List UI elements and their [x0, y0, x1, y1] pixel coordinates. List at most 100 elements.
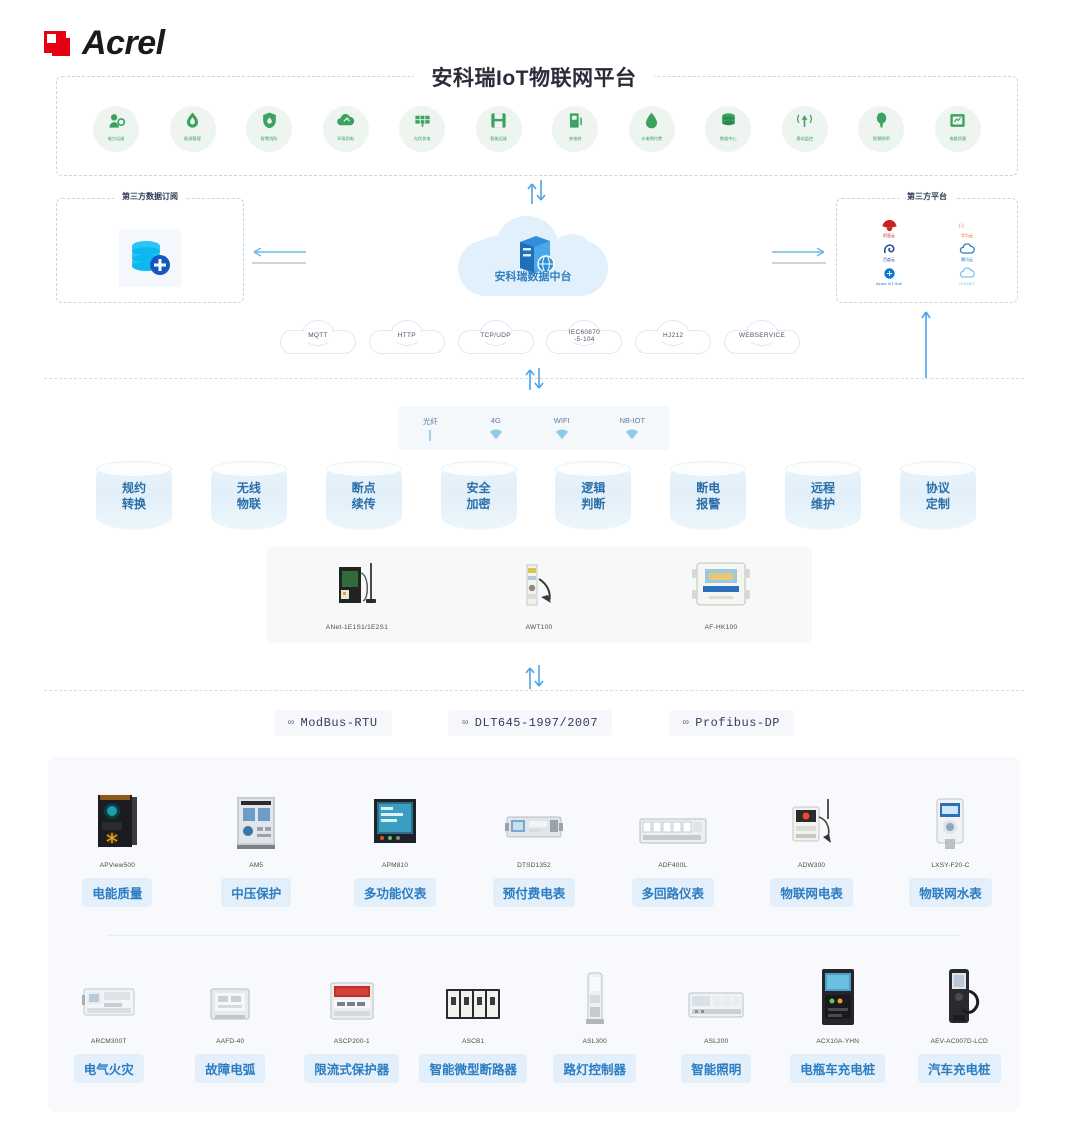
- capability-cylinder-4: 安全加密: [440, 461, 517, 530]
- platform-module-label: 水电预付费: [641, 136, 663, 141]
- product-item[interactable]: APView500 电能质量: [58, 777, 176, 907]
- smart-lighting-icon: 智慧照明: [858, 106, 905, 152]
- platform-module-6[interactable]: 智能运维: [467, 106, 531, 152]
- platform-module-3[interactable]: 智慧消防: [237, 106, 301, 152]
- prepaid-utility-icon-glyph: [642, 111, 661, 134]
- network-label: 4G: [490, 416, 501, 425]
- power-quality-meter-icon: [90, 777, 144, 853]
- current-limit-protector-icon: [323, 953, 381, 1029]
- product-category-tag: 限流式保护器: [304, 1054, 400, 1083]
- product-model: APView500: [99, 862, 136, 869]
- arrow-network-to-cloud: [522, 366, 546, 396]
- product-category-tag: 智能微型断路器: [419, 1054, 527, 1083]
- platform-module-7[interactable]: 充电桩: [543, 106, 607, 152]
- power-quality-icon: 电能质量: [934, 106, 981, 152]
- prepaid-meter-icon: [503, 777, 565, 853]
- protocol-cloud-1: MQTT: [280, 318, 356, 354]
- platform-module-label: 数据中心: [719, 136, 737, 141]
- platform-module-label: 智能运维: [490, 136, 508, 141]
- arrow-platform-to-cloud: [524, 178, 548, 210]
- energy-mgmt-icon-glyph: [183, 111, 202, 134]
- platform-module-10[interactable]: 基站监控: [773, 106, 837, 152]
- base-station-icon: 基站监控: [781, 106, 828, 152]
- platform-module-11[interactable]: 智慧照明: [849, 106, 913, 152]
- platform-module-1[interactable]: 电力运维: [84, 106, 148, 152]
- fieldbus-tag-1: ∞ModBus-RTU: [274, 710, 392, 736]
- smart-mcb-icon: [440, 953, 506, 1029]
- arc-fault-detector-icon: [203, 953, 257, 1029]
- platform-module-row: 电力运维能源管理智慧消防 环保用电 光伏发电智能运维 充电桩 水电预付费 数据中心 基站监控…: [56, 106, 1018, 152]
- network-item-2: 4G: [488, 416, 504, 440]
- third-party-platform-name: OneNET: [959, 281, 975, 286]
- tencent-cloud-icon[interactable]: 腾讯云: [931, 243, 1003, 263]
- base-station-icon-glyph: [795, 111, 814, 134]
- fieldbus-label: DLT645-1997/2007: [474, 716, 599, 730]
- platform-module-5[interactable]: 光伏发电: [390, 106, 454, 152]
- onenet-icon[interactable]: OneNET: [931, 267, 1003, 286]
- protocol-label: WEBSERVICE: [738, 332, 786, 340]
- product-category-tag: 故障电弧: [195, 1054, 266, 1083]
- azure-iot-hub-icon[interactable]: Azure IoT Hub: [853, 267, 925, 286]
- link-icon: ∞: [682, 717, 690, 729]
- monitor-box-icon: [689, 559, 753, 618]
- product-category-tag: 电能质量: [82, 878, 153, 907]
- iot-water-meter-icon: [927, 777, 973, 853]
- fiber-line-icon: [429, 429, 432, 441]
- capability-cylinder-2: 无线物联: [210, 461, 287, 530]
- product-row-divider: [108, 935, 960, 936]
- divider-layer-2: [44, 690, 1024, 691]
- product-item[interactable]: AAFD-40 故障电弧: [171, 953, 289, 1083]
- power-ops-icon-glyph: [107, 111, 126, 134]
- platform-module-label: 电能质量: [949, 136, 967, 141]
- capability-label: 无线物联: [236, 481, 261, 512]
- platform-module-12[interactable]: 电能质量: [926, 106, 990, 152]
- gateway-device-icon: [329, 559, 385, 618]
- platform-module-label: 智慧消防: [260, 136, 278, 141]
- platform-module-4[interactable]: 环保用电: [314, 106, 378, 152]
- platform-module-label: 环保用电: [337, 136, 354, 141]
- product-model: ASL200: [704, 1038, 729, 1045]
- ebike-charging-pile-icon: [812, 953, 864, 1029]
- brand-name: Acrel: [82, 24, 165, 62]
- gateway-item-2: AWT100: [464, 559, 614, 631]
- huawei-cloud-icon[interactable]: (-)华为云: [931, 219, 1003, 239]
- platform-module-9[interactable]: 数据中心: [696, 106, 760, 152]
- product-category-tag: 预付费电表: [492, 878, 576, 907]
- product-category-tag: 电气火灾: [73, 1054, 144, 1083]
- platform-module-2[interactable]: 能源管理: [161, 106, 225, 152]
- multifunction-meter-icon: [368, 777, 422, 853]
- data-center-icon-glyph: [719, 111, 738, 134]
- gateway-item-1: ANet-1E1S1/1E2S1: [282, 559, 432, 631]
- eco-power-icon-glyph: [336, 111, 355, 134]
- platform-module-label: 充电桩: [568, 136, 582, 141]
- product-model: ADF400L: [658, 862, 688, 869]
- third-party-platform-name: 腾讯云: [961, 257, 973, 262]
- protection-relay-icon: [229, 777, 283, 853]
- platform-module-8[interactable]: 水电预付费: [620, 106, 684, 152]
- baidu-cloud-icon[interactable]: 百度云: [853, 243, 925, 263]
- alibaba-cloud-icon[interactable]: 阿里云: [853, 219, 925, 239]
- gateway-model-label: ANet-1E1S1/1E2S1: [325, 624, 389, 631]
- capability-label: 规约转换: [121, 481, 146, 512]
- product-model: LXSY-F20-C: [931, 862, 970, 869]
- charging-pile-icon: 充电桩: [552, 106, 599, 152]
- smart-ops-icon: 智能运维: [475, 106, 522, 152]
- gateway-model-label: AF-HK100: [704, 624, 738, 631]
- product-model: AAFD-40: [216, 1038, 245, 1045]
- left-box-title: 第三方数据订阅: [114, 191, 186, 202]
